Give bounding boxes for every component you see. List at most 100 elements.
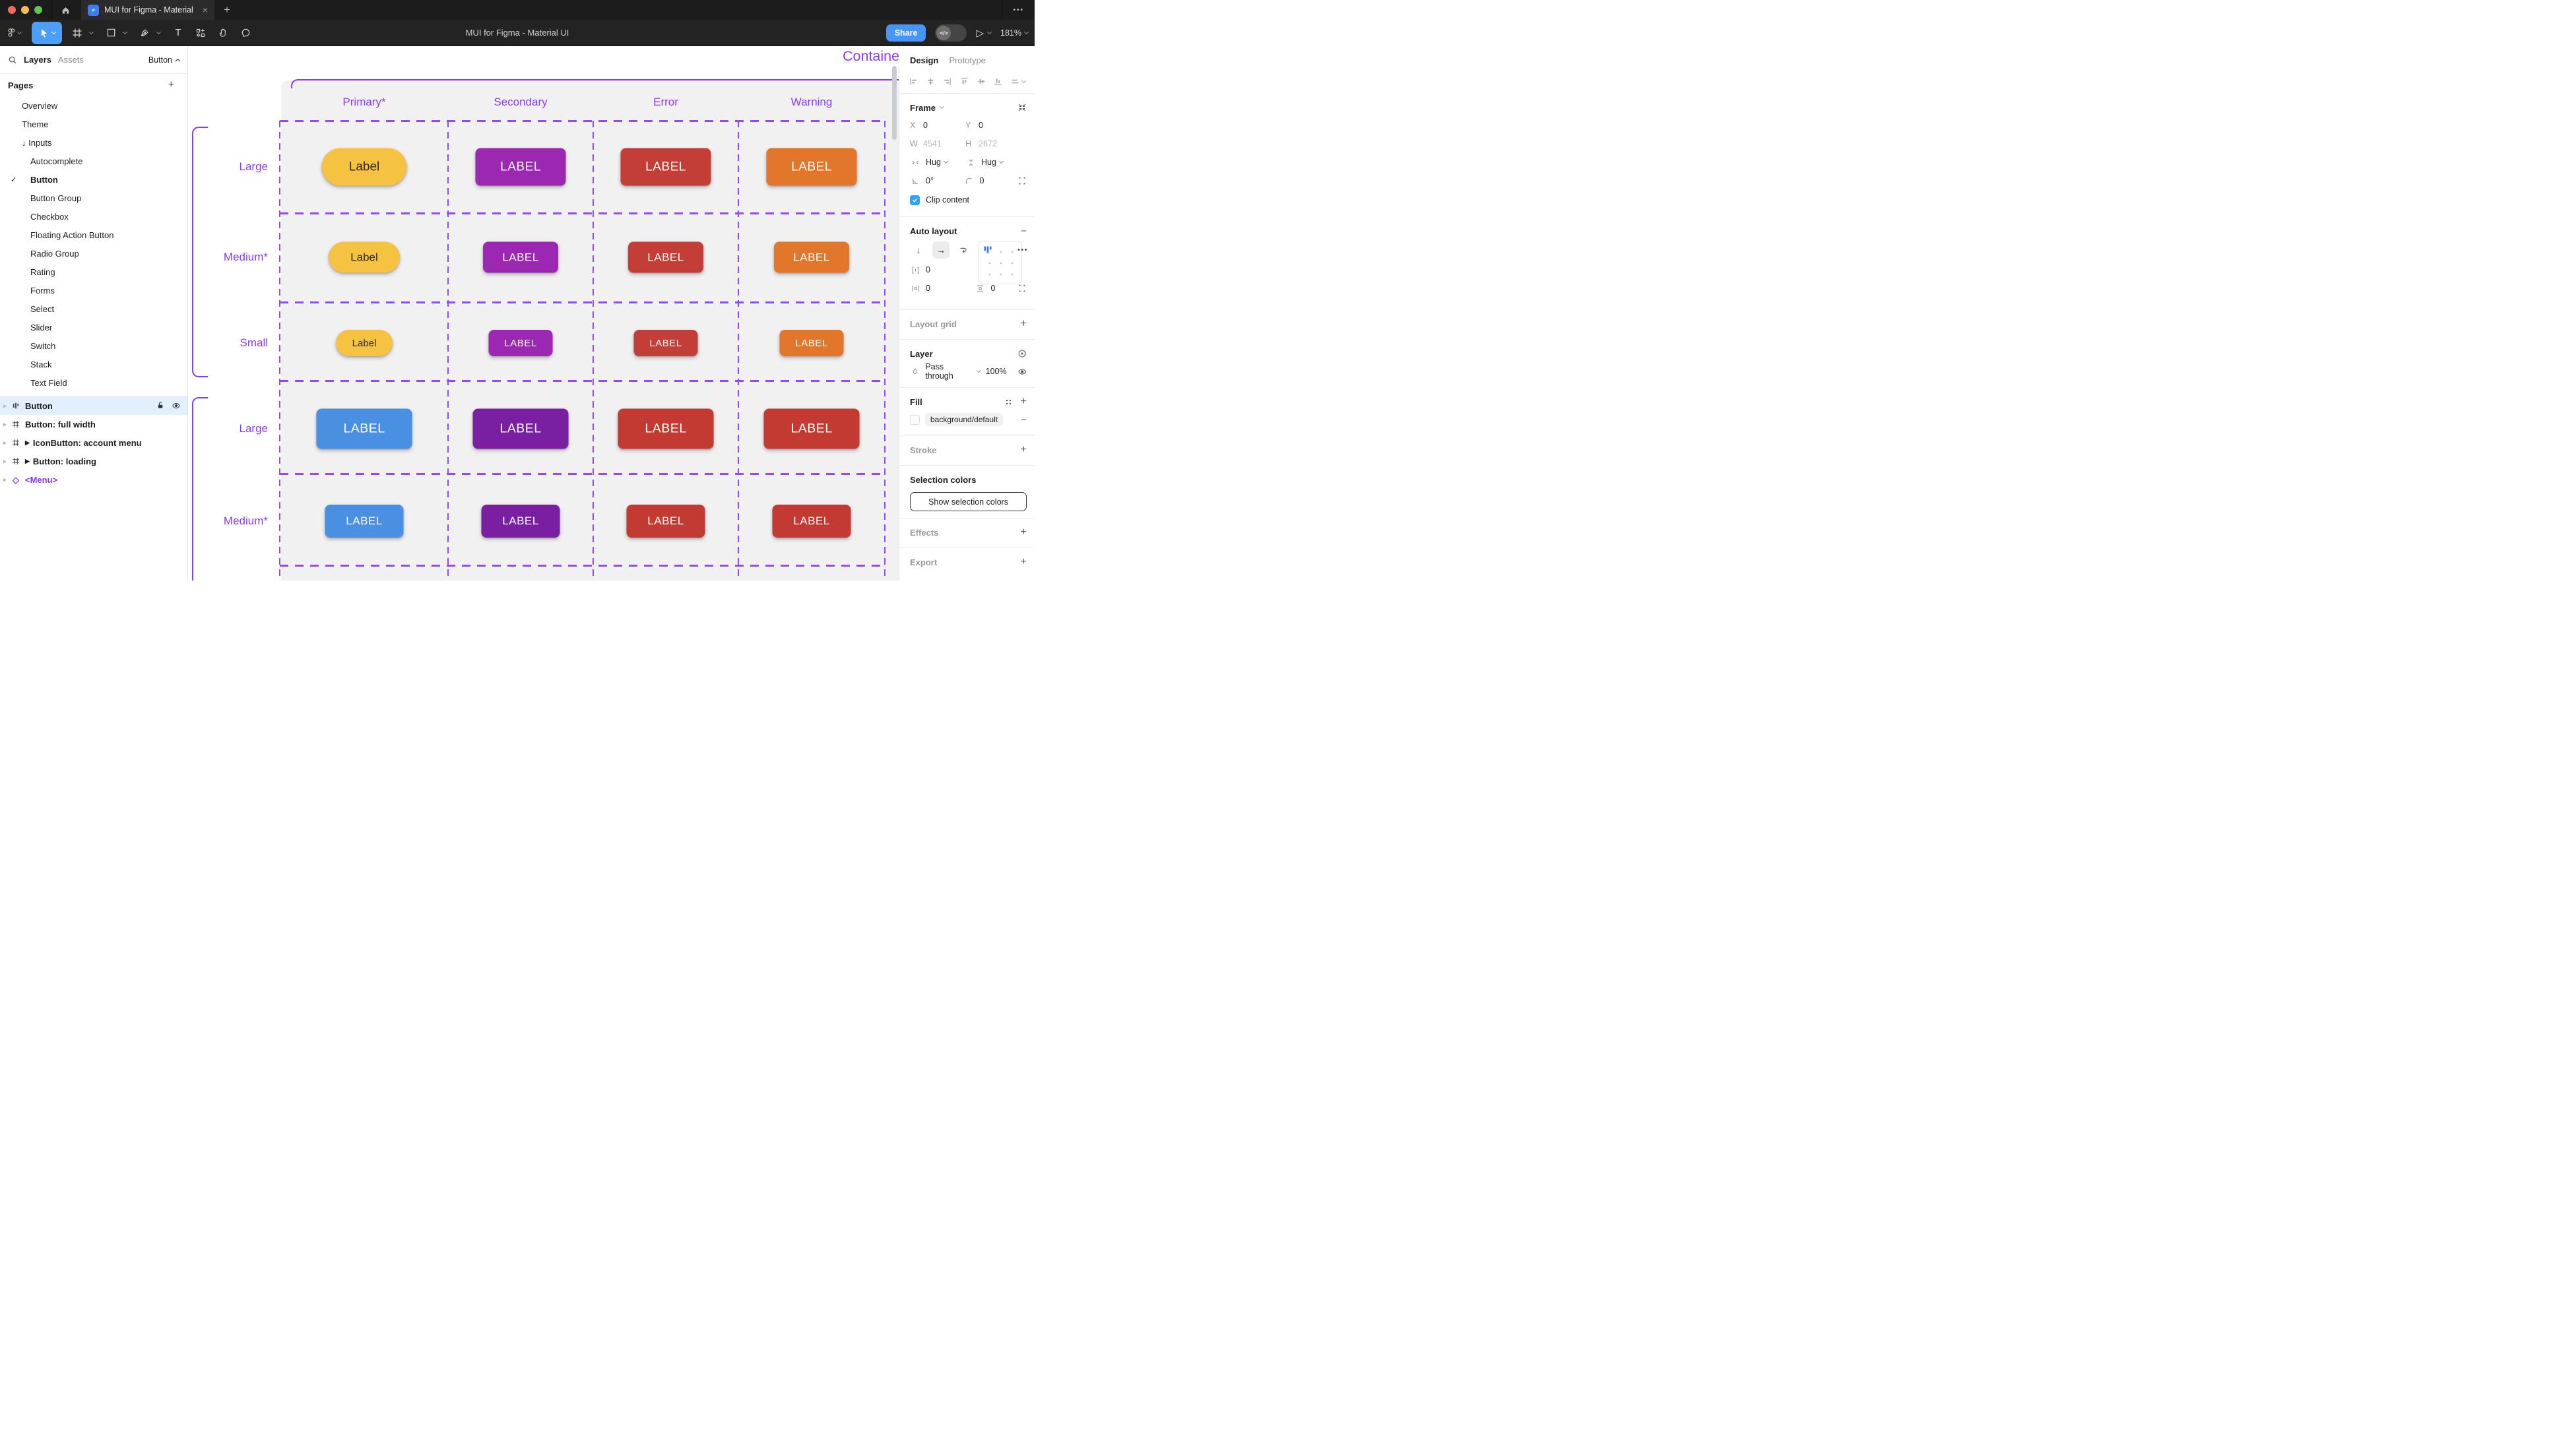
page-item[interactable]: Stack bbox=[0, 355, 187, 373]
layer-row[interactable]: ▸Button: full width bbox=[0, 415, 187, 433]
tidy-up-button[interactable] bbox=[1010, 77, 1026, 86]
resources-tool-button[interactable] bbox=[189, 22, 212, 44]
canvas-button[interactable]: LABEL bbox=[772, 505, 851, 538]
canvas-button[interactable]: LABEL bbox=[475, 148, 566, 186]
alignment-dot[interactable] bbox=[1000, 262, 1002, 265]
main-menu-button[interactable] bbox=[7, 28, 16, 38]
canvas[interactable]: Contained Primary*SecondaryErrorWarning … bbox=[188, 46, 899, 581]
chevron-down-icon[interactable] bbox=[122, 29, 128, 34]
hand-tool-button[interactable] bbox=[212, 22, 234, 44]
frame-title[interactable]: Contained bbox=[843, 48, 899, 64]
canvas-button[interactable]: Label bbox=[329, 241, 400, 273]
page-item[interactable]: Checkbox bbox=[0, 207, 187, 226]
close-window-button[interactable] bbox=[8, 6, 16, 14]
page-item[interactable]: ↓ Inputs bbox=[0, 133, 187, 152]
alignment-dot[interactable] bbox=[1011, 251, 1014, 253]
show-selection-colors-button[interactable]: Show selection colors bbox=[910, 492, 1027, 511]
canvas-button[interactable]: LABEL bbox=[472, 408, 569, 449]
canvas-button[interactable]: LABEL bbox=[633, 330, 698, 356]
layer-opacity-field[interactable]: 100% bbox=[985, 367, 1007, 376]
canvas-button[interactable]: LABEL bbox=[628, 241, 703, 273]
canvas-button[interactable]: LABEL bbox=[763, 408, 860, 449]
add-effect-button[interactable]: + bbox=[1020, 526, 1027, 538]
collapse-panel-icon[interactable] bbox=[1017, 103, 1027, 112]
chevron-down-icon[interactable] bbox=[16, 29, 22, 34]
canvas-button[interactable]: LABEL bbox=[488, 330, 553, 356]
add-page-button[interactable]: + bbox=[168, 79, 174, 90]
page-item[interactable]: Select bbox=[0, 299, 187, 318]
page-item[interactable]: ✓Button bbox=[0, 170, 187, 189]
horizontal-resizing-dropdown[interactable]: Hug bbox=[910, 158, 965, 167]
add-layout-grid-button[interactable]: + bbox=[1020, 318, 1027, 329]
chevron-right-icon[interactable]: ▸ bbox=[3, 476, 7, 483]
tab-design[interactable]: Design bbox=[910, 55, 939, 65]
rotation-field[interactable]: 0° bbox=[910, 176, 964, 185]
frame-tool-button[interactable] bbox=[66, 22, 88, 44]
canvas-button[interactable]: Label bbox=[336, 330, 393, 356]
chevron-right-icon[interactable]: ▸ bbox=[3, 439, 7, 446]
layer-row[interactable]: ▸▶IconButton: account menu bbox=[0, 433, 187, 452]
gap-field[interactable]: 0 bbox=[910, 261, 1027, 279]
canvas-button[interactable]: LABEL bbox=[626, 505, 705, 538]
present-button[interactable]: ▷ bbox=[976, 28, 984, 39]
alignment-dot[interactable] bbox=[988, 273, 991, 276]
page-item[interactable]: Button Group bbox=[0, 189, 187, 207]
layout-vertical-button[interactable]: ↓ bbox=[916, 245, 921, 255]
canvas-button[interactable]: Label bbox=[321, 148, 407, 186]
add-fill-button[interactable]: + bbox=[1020, 396, 1027, 407]
canvas-scrollbar[interactable] bbox=[892, 66, 897, 140]
individual-padding-icon[interactable] bbox=[1017, 284, 1027, 293]
auto-layout-more-button[interactable]: ••• bbox=[1017, 246, 1028, 254]
tab-prototype[interactable]: Prototype bbox=[949, 55, 986, 65]
alignment-dot[interactable] bbox=[1000, 273, 1002, 276]
page-item[interactable]: Autocomplete bbox=[0, 152, 187, 170]
chevron-down-icon[interactable] bbox=[986, 29, 992, 35]
page-item[interactable]: Slider bbox=[0, 318, 187, 336]
page-item[interactable]: Rating bbox=[0, 263, 187, 281]
zoom-window-button[interactable] bbox=[34, 6, 42, 14]
remove-auto-layout-button[interactable]: − bbox=[1021, 225, 1027, 237]
independent-corners-icon[interactable] bbox=[1017, 176, 1027, 185]
fill-token-chip[interactable]: background/default bbox=[925, 413, 1004, 426]
chevron-down-icon[interactable] bbox=[156, 29, 162, 34]
minimize-window-button[interactable] bbox=[21, 6, 29, 14]
canvas-button[interactable]: LABEL bbox=[620, 148, 711, 186]
layer-row[interactable]: ▸▶Button: loading bbox=[0, 452, 187, 470]
add-export-button[interactable]: + bbox=[1020, 556, 1027, 567]
tab-assets[interactable]: Assets bbox=[57, 55, 84, 65]
blend-mode-icon[interactable] bbox=[1017, 349, 1027, 358]
clip-content-control[interactable]: Clip content bbox=[910, 190, 1027, 210]
page-item[interactable]: Forms bbox=[0, 281, 187, 299]
fill-color-swatch[interactable] bbox=[910, 414, 920, 425]
page-item[interactable]: Overview bbox=[0, 96, 187, 115]
vertical-padding-field[interactable]: 0 bbox=[975, 284, 1012, 293]
tab-layers[interactable]: Layers bbox=[24, 55, 51, 65]
dev-mode-toggle[interactable]: </> bbox=[935, 24, 967, 42]
text-tool-button[interactable]: T bbox=[175, 27, 181, 38]
page-item[interactable]: Theme bbox=[0, 115, 187, 133]
frame-section-title[interactable]: Frame bbox=[910, 102, 936, 113]
align-top-icon[interactable] bbox=[959, 77, 969, 86]
page-item[interactable]: Radio Group bbox=[0, 244, 187, 263]
corner-radius-field[interactable]: 0 bbox=[964, 176, 1018, 185]
align-left-icon[interactable] bbox=[909, 77, 918, 86]
page-item[interactable]: Text Field bbox=[0, 373, 187, 392]
eye-icon[interactable] bbox=[172, 401, 181, 410]
canvas-button[interactable]: LABEL bbox=[325, 505, 404, 538]
canvas-button[interactable]: LABEL bbox=[766, 148, 857, 186]
selection-jump-chip[interactable]: Button bbox=[148, 55, 181, 65]
pen-tool-button[interactable] bbox=[133, 22, 156, 44]
alignment-dot[interactable] bbox=[1011, 262, 1014, 265]
close-tab-button[interactable]: × bbox=[202, 5, 208, 15]
zoom-menu[interactable]: 181% bbox=[1000, 28, 1029, 38]
alignment-widget[interactable] bbox=[979, 241, 1022, 284]
chevron-right-icon[interactable]: ▸ bbox=[3, 420, 7, 427]
vertical-resizing-dropdown[interactable]: Hug bbox=[965, 158, 1021, 167]
chevron-right-icon[interactable]: ▸ bbox=[3, 457, 7, 464]
comment-tool-button[interactable] bbox=[234, 22, 257, 44]
share-button[interactable]: Share bbox=[886, 24, 926, 42]
canvas-button[interactable]: LABEL bbox=[483, 241, 558, 273]
